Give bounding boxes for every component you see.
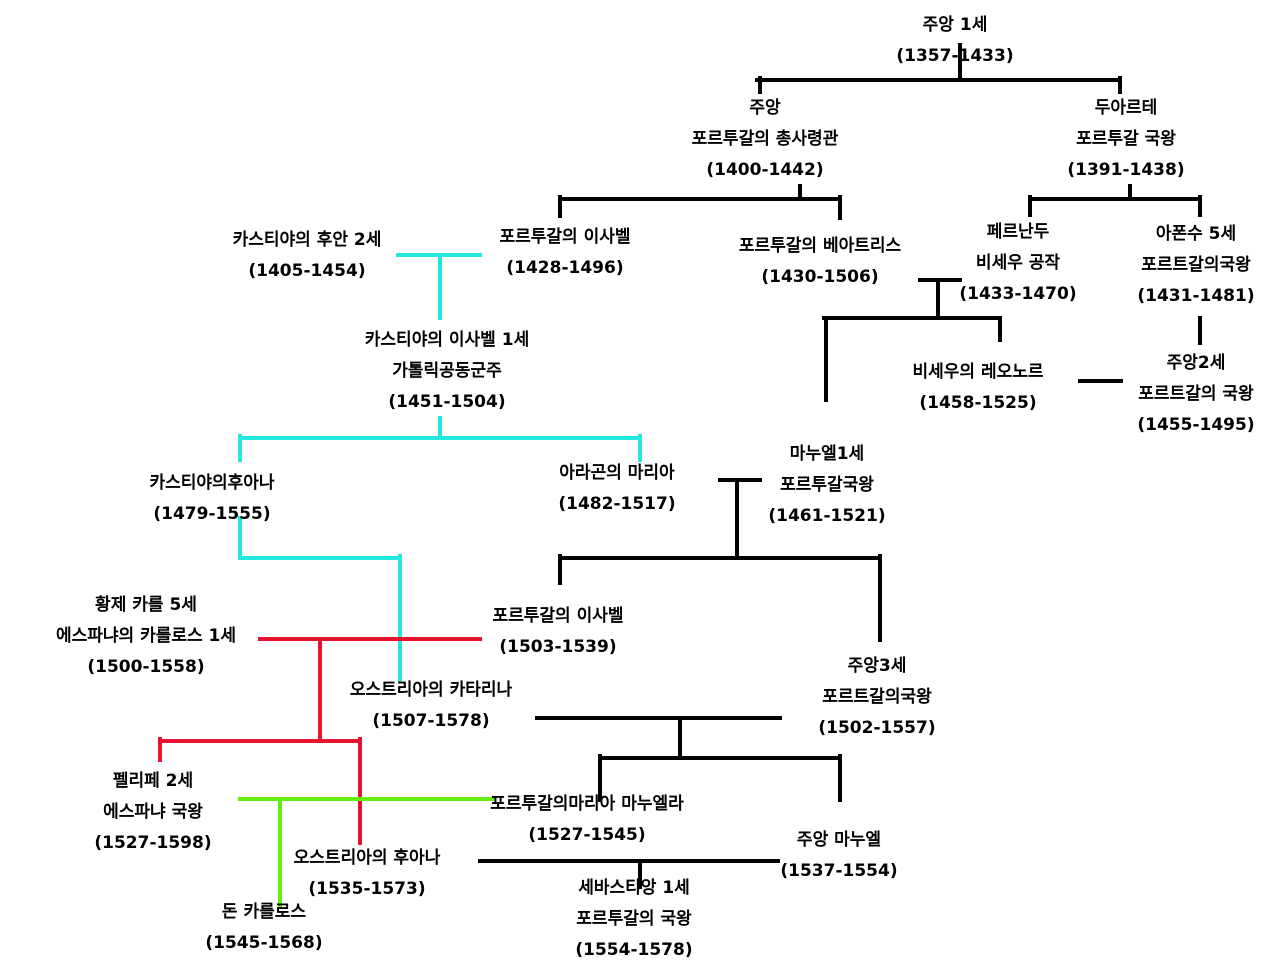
person-text-line: (1428-1496) xyxy=(506,258,624,278)
person-text-line: 카스티야의후아나 xyxy=(149,473,275,493)
person-text-line: 주앙 마누엘 xyxy=(796,830,882,850)
person-text-line: 주앙3세 xyxy=(847,656,907,676)
person-text-line: 포르투갈의 총사령관 xyxy=(691,129,839,149)
person-carlos-don: 돈 카를로스 (1545-1568) xyxy=(205,897,322,959)
person-text-line: 포르트갈의 국왕 xyxy=(1138,384,1254,404)
person-text-line: 포르투갈국왕 xyxy=(780,475,874,495)
person-maria-manuela: 포르투갈의마리아 마누엘라 (1527-1545) xyxy=(490,789,684,851)
person-text-line: (1458-1525) xyxy=(919,393,1037,413)
person-text-line: 오스트리아의 카타리나 xyxy=(349,680,513,700)
person-text-line: 주앙 xyxy=(749,98,781,118)
person-text-line: 마누엘1세 xyxy=(789,444,865,464)
person-juana-castile: 카스티야의후아나 (1479-1555) xyxy=(149,468,274,530)
person-isabel-portugal-1503: 포르투갈의 이사벨 (1503-1539) xyxy=(492,601,623,663)
person-text-line: 포르투갈의마리아 마누엘라 xyxy=(490,794,684,814)
person-text-line: (1357-1433) xyxy=(896,46,1014,66)
person-text-line: 돈 카를로스 xyxy=(221,902,307,922)
person-text-line: 에스파냐 국왕 xyxy=(103,802,203,822)
person-text-line: 오스트리아의 후아나 xyxy=(293,848,441,868)
person-text-line: 포르투갈의 이사벨 xyxy=(492,606,624,626)
person-catalina-austria: 오스트리아의 카타리나 (1507-1578) xyxy=(350,675,512,737)
person-text-line: (1535-1573) xyxy=(308,879,426,899)
person-text-line: 포르트갈의국왕 xyxy=(1141,255,1251,275)
person-text-line: (1431-1481) xyxy=(1137,286,1255,306)
person-text-line: 포르투갈 국왕 xyxy=(1076,129,1176,149)
person-text-line: (1527-1598) xyxy=(94,833,212,853)
person-maria-aragon: 아라곤의 마리아 (1482-1517) xyxy=(558,458,675,520)
person-text-line: 주앙 1세 xyxy=(922,15,988,35)
person-text-line: (1527-1545) xyxy=(528,825,646,845)
person-text-line: (1545-1568) xyxy=(205,933,323,953)
person-text-line: (1461-1521) xyxy=(768,506,886,526)
person-text-line: (1451-1504) xyxy=(388,392,506,412)
person-text-line: (1507-1578) xyxy=(372,711,490,731)
person-text-line: (1391-1438) xyxy=(1067,160,1185,180)
person-text-line: (1430-1506) xyxy=(761,267,879,287)
person-text-line: (1500-1558) xyxy=(87,657,205,677)
person-text-line: 포르투갈의 이사벨 xyxy=(499,227,631,247)
person-text-line: 주앙2세 xyxy=(1166,353,1226,373)
person-text-line: 아라곤의 마리아 xyxy=(559,463,675,483)
person-text-line: 세바스티앙 1세 xyxy=(578,878,690,898)
person-juana-austria: 오스트리아의 후아나 (1535-1573) xyxy=(294,843,441,905)
person-text-line: (1482-1517) xyxy=(558,494,676,514)
person-text-line: 가톨릭공동군주 xyxy=(392,361,502,381)
person-text-line: 비세우 공작 xyxy=(975,253,1061,273)
person-text-line: 포르투갈의 국왕 xyxy=(576,909,692,929)
person-juan-ii-castile: 카스티야의 후안 2세 (1405-1454) xyxy=(233,225,382,287)
person-text-line: (1433-1470) xyxy=(959,284,1077,304)
person-text-line: 비세우의 레오노르 xyxy=(912,362,1044,382)
person-text-line: 포르투갈의 베아트리스 xyxy=(738,236,902,256)
person-text-line: (1455-1495) xyxy=(1137,415,1255,435)
person-text-line: (1405-1454) xyxy=(248,261,366,281)
person-text-line: 포르트갈의국왕 xyxy=(822,687,932,707)
person-text-line: (1554-1578) xyxy=(575,940,693,960)
person-text-line: 페르난두 xyxy=(986,222,1050,242)
person-text-line: (1502-1557) xyxy=(818,718,936,738)
person-isabel-portugal-1428: 포르투갈의 이사벨 (1428-1496) xyxy=(499,222,630,284)
person-text-line: (1479-1555) xyxy=(153,504,271,524)
person-text-line: (1400-1442) xyxy=(706,160,824,180)
person-juan-1: 주앙 1세 (1357-1433) xyxy=(896,10,1013,72)
person-text-line: 에스파냐의 카를로스 1세 xyxy=(55,626,237,646)
person-text-line: (1503-1539) xyxy=(499,637,617,657)
person-juan-manuel: 주앙 마누엘 (1537-1554) xyxy=(780,825,897,887)
person-leonor: 비세우의 레오노르 (1458-1525) xyxy=(912,357,1043,419)
person-text-line: 두아르테 xyxy=(1094,98,1158,118)
person-text-line: 카스티야의 후안 2세 xyxy=(232,230,382,250)
person-text-line: (1537-1554) xyxy=(780,861,898,881)
person-text-line: 황제 카를 5세 xyxy=(95,595,197,615)
person-text-line: 카스티야의 이사벨 1세 xyxy=(364,330,530,350)
person-text-line: 아폰수 5세 xyxy=(1155,224,1237,244)
person-text-line: 펠리페 2세 xyxy=(112,771,194,791)
person-beatriz: 포르투갈의 베아트리스 (1430-1506) xyxy=(739,231,901,293)
